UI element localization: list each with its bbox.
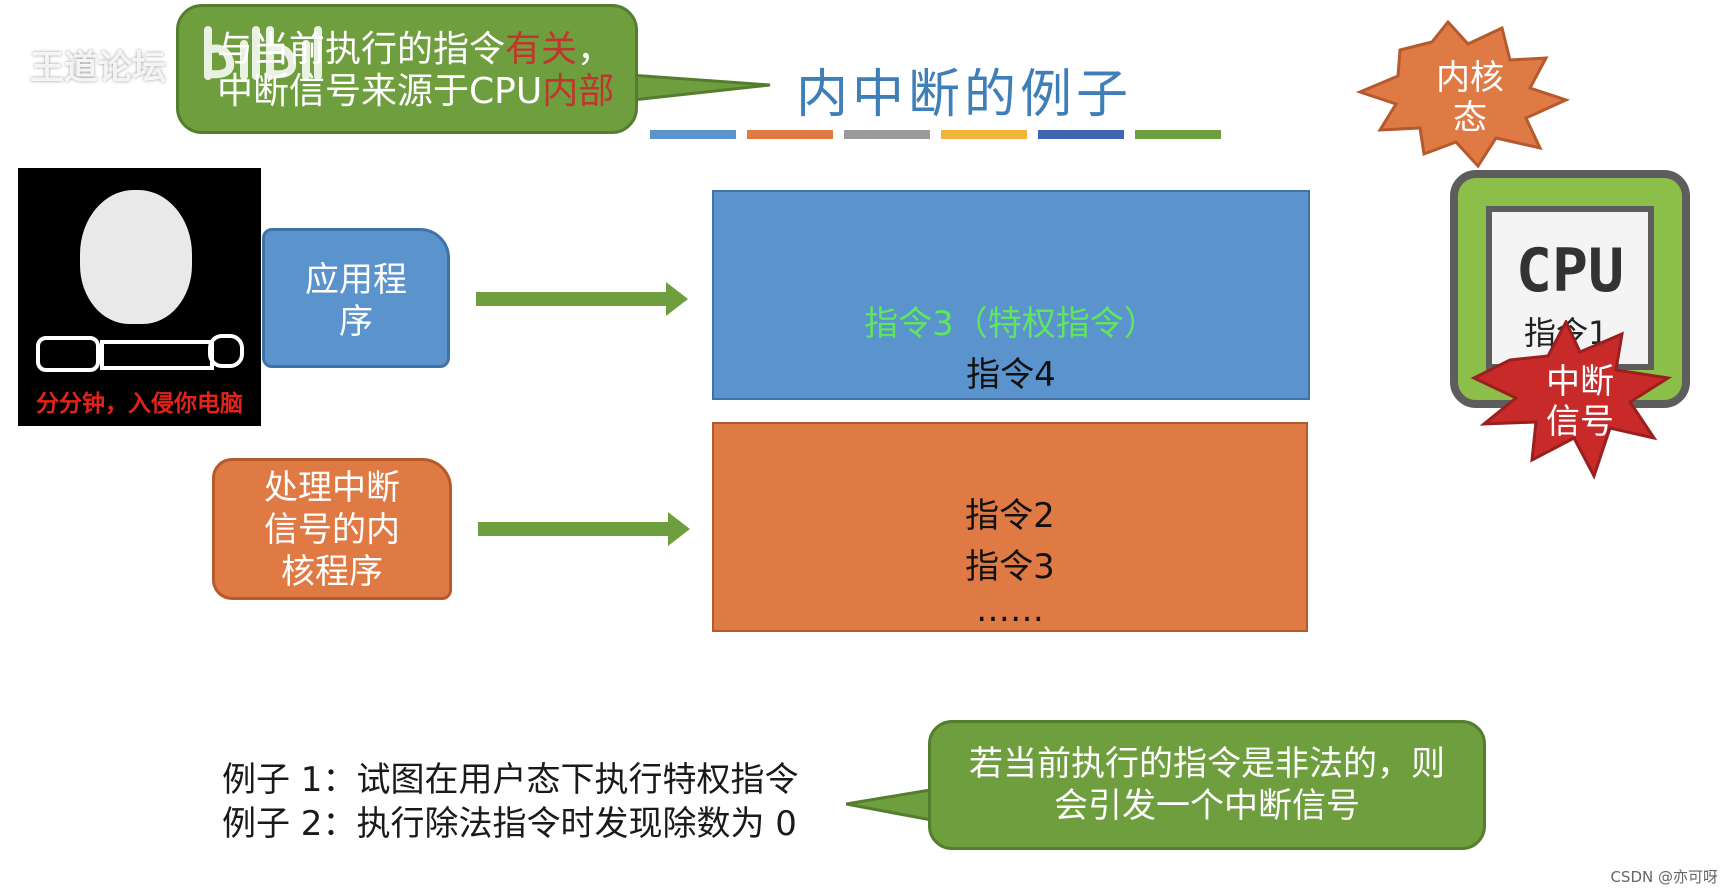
scroll-kernel-program: 处理中断 信号的内 核程序 — [212, 458, 452, 600]
top-callout-line1: 与当前执行的指令有关， — [217, 29, 614, 70]
cpu-core: CPU 指令1 — [1486, 206, 1654, 370]
page-title: 内中断的例子 — [796, 65, 1133, 125]
meme-face-icon — [80, 190, 192, 324]
keyboard-icon — [36, 334, 244, 372]
divider-bar-4 — [941, 130, 1027, 139]
top-callout-line2: 中断信号来源于CPU内部 — [217, 71, 615, 112]
example-2: 例子 2：执行除法指令时发现除数为 0 — [222, 804, 797, 844]
scroll-application-program: 应用程 序 — [262, 228, 450, 368]
bottom-callout-line2: 会引发一个中断信号 — [1054, 786, 1360, 826]
instruction-privileged: 指令3（特权指令） — [864, 304, 1158, 344]
divider-bar-5 — [1038, 130, 1124, 139]
scroll-kernel-line3: 核程序 — [281, 552, 383, 592]
credit-watermark: CSDN @亦可呀 — [1610, 868, 1718, 886]
divider-bar-2 — [747, 130, 833, 139]
examples-text: 例子 1：试图在用户态下执行特权指令 例子 2：执行除法指令时发现除数为 0 — [222, 758, 798, 846]
scroll-kernel-line1: 处理中断 — [264, 468, 400, 508]
instruction-3: 指令3 — [965, 547, 1055, 587]
interrupt-signal-line1: 中断 — [1546, 362, 1614, 402]
scroll-application-line1: 应用程 — [305, 260, 407, 300]
scroll-kernel-line2: 信号的内 — [264, 510, 400, 550]
interrupt-signal-starburst-icon — [1470, 320, 1673, 480]
divider-bar-1 — [650, 130, 736, 139]
divider-bar-3 — [844, 130, 930, 139]
kernel-program-box: 指令2 指令3 …… — [712, 422, 1308, 632]
instruction-4: 指令4 — [966, 355, 1056, 395]
example-1: 例子 1：试图在用户态下执行特权指令 — [222, 760, 799, 800]
bilibili-watermark-logo — [204, 26, 322, 80]
divider-bar-6 — [1135, 130, 1221, 139]
arrow-right-icon — [478, 512, 690, 546]
user-program-box: 指令3（特权指令） 指令4 — [712, 190, 1310, 400]
meme-caption: 分分钟，入侵你电脑 — [36, 391, 243, 417]
instruction-2: 指令2 — [965, 496, 1055, 536]
scroll-application-line2: 序 — [339, 302, 373, 342]
arrow-right-icon — [476, 282, 688, 316]
cpu-label: CPU — [1515, 236, 1625, 306]
kernel-state-line2: 态 — [1453, 98, 1487, 138]
interrupt-signal-label: 中断 信号 — [1520, 362, 1640, 442]
kernel-state-line1: 内核 — [1436, 58, 1504, 98]
instruction-ellipsis: …… — [976, 590, 1044, 630]
kernel-state-label: 内核 态 — [1410, 58, 1530, 138]
meme-image: 分分钟，入侵你电脑 — [18, 168, 261, 426]
bottom-callout: 若当前执行的指令是非法的，则 会引发一个中断信号 — [928, 720, 1486, 850]
interrupt-signal-line2: 信号 — [1546, 402, 1614, 442]
kernel-state-starburst-icon — [1355, 20, 1571, 169]
watermark-text: 王道论坛 — [30, 48, 166, 88]
bottom-callout-line1: 若当前执行的指令是非法的，则 — [969, 744, 1445, 784]
